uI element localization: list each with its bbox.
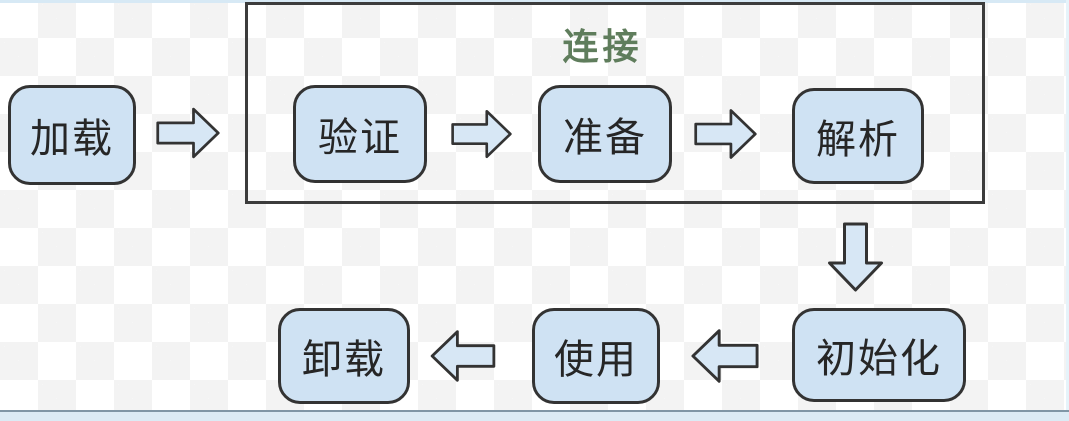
stage-initialize: 初始化 [792, 308, 966, 402]
top-edge-strip [0, 0, 1069, 3]
linking-group-label: 连接 [562, 27, 643, 68]
stage-prepare-label: 准备 [563, 115, 647, 161]
stage-use-label: 使用 [554, 337, 638, 383]
stage-resolve: 解析 [792, 88, 924, 184]
stage-verify: 验证 [293, 85, 427, 183]
stage-verify-label: 验证 [318, 115, 402, 161]
stage-initialize-label: 初始化 [816, 336, 942, 382]
stage-unload: 卸载 [278, 308, 410, 404]
right-edge-strip [1066, 0, 1069, 421]
arrow-down-icon [823, 221, 888, 293]
stage-unload-label: 卸载 [302, 337, 386, 383]
linking-group-frame [245, 2, 985, 204]
arrow-right-icon [155, 103, 221, 163]
arrow-right-icon [450, 104, 513, 164]
stage-load-label: 加载 [30, 116, 114, 162]
arrow-right-icon [693, 104, 758, 164]
arrow-left-icon [428, 327, 498, 385]
stage-resolve-label: 解析 [816, 117, 900, 163]
stage-prepare: 准备 [538, 85, 672, 183]
arrow-left-icon [690, 323, 760, 389]
stage-load: 加载 [8, 85, 136, 185]
bottom-edge-strip [0, 410, 1069, 421]
stage-use: 使用 [532, 308, 660, 404]
